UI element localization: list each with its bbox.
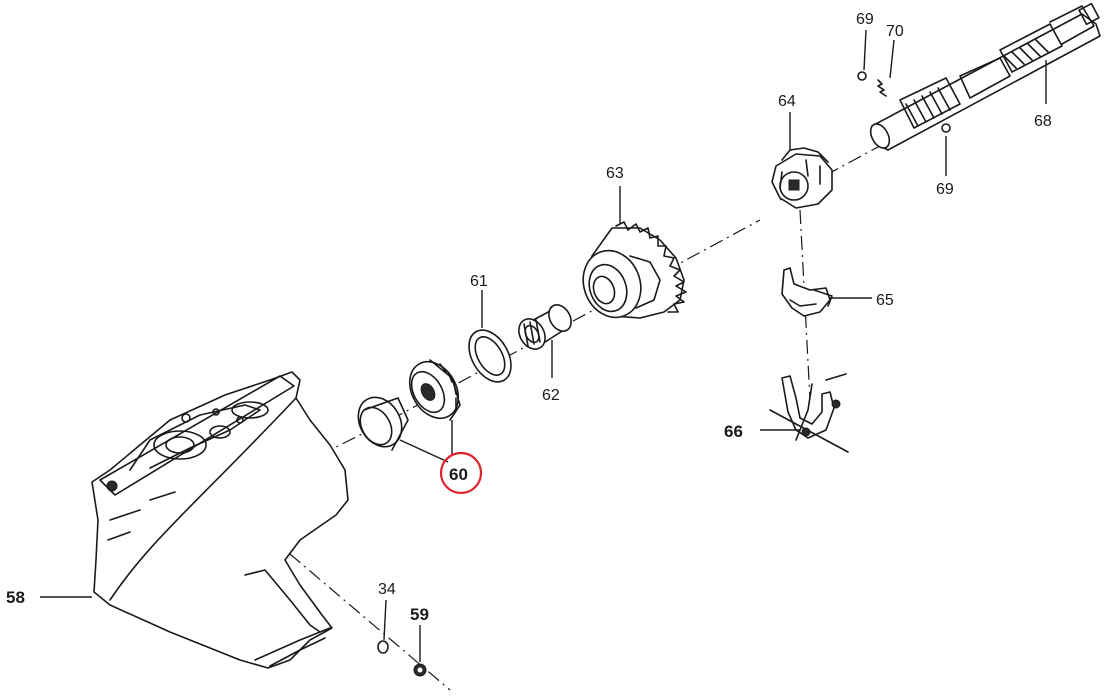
forward-gear-63 bbox=[582, 221, 687, 319]
label-66: 66 bbox=[724, 422, 743, 441]
needle-bearing-62 bbox=[518, 304, 572, 350]
part-labels: 58 34 59 60 61 62 63 64 65 66 68 69 69 7… bbox=[6, 11, 1052, 624]
label-65: 65 bbox=[876, 292, 894, 309]
propeller-shaft-68 bbox=[869, 2, 1101, 151]
roller-bearing-60 bbox=[408, 359, 461, 421]
label-62: 62 bbox=[542, 387, 560, 404]
spring-70 bbox=[877, 79, 887, 97]
label-64: 64 bbox=[778, 93, 796, 110]
clutch-dog-64 bbox=[771, 147, 833, 209]
label-70: 70 bbox=[886, 23, 904, 40]
label-60: 60 bbox=[449, 465, 468, 484]
screw-59 bbox=[413, 663, 427, 677]
label-69-bottom: 69 bbox=[936, 181, 954, 198]
label-59: 59 bbox=[410, 605, 429, 624]
label-61: 61 bbox=[470, 273, 488, 290]
label-68: 68 bbox=[1034, 113, 1052, 130]
shim-61 bbox=[468, 329, 512, 383]
label-34: 34 bbox=[378, 581, 396, 598]
washer-34 bbox=[377, 640, 389, 654]
detent-ball-69-top bbox=[857, 71, 867, 81]
leader-lines bbox=[40, 29, 1047, 662]
highlight-ring-60 bbox=[439, 451, 483, 495]
detent-ball-69-bottom bbox=[941, 123, 951, 133]
label-69-top: 69 bbox=[856, 11, 874, 28]
bearing-race-60 bbox=[357, 396, 409, 451]
retainer-65 bbox=[781, 267, 833, 317]
label-63: 63 bbox=[606, 165, 624, 182]
label-58: 58 bbox=[6, 588, 25, 607]
gear-housing-58 bbox=[91, 371, 349, 669]
